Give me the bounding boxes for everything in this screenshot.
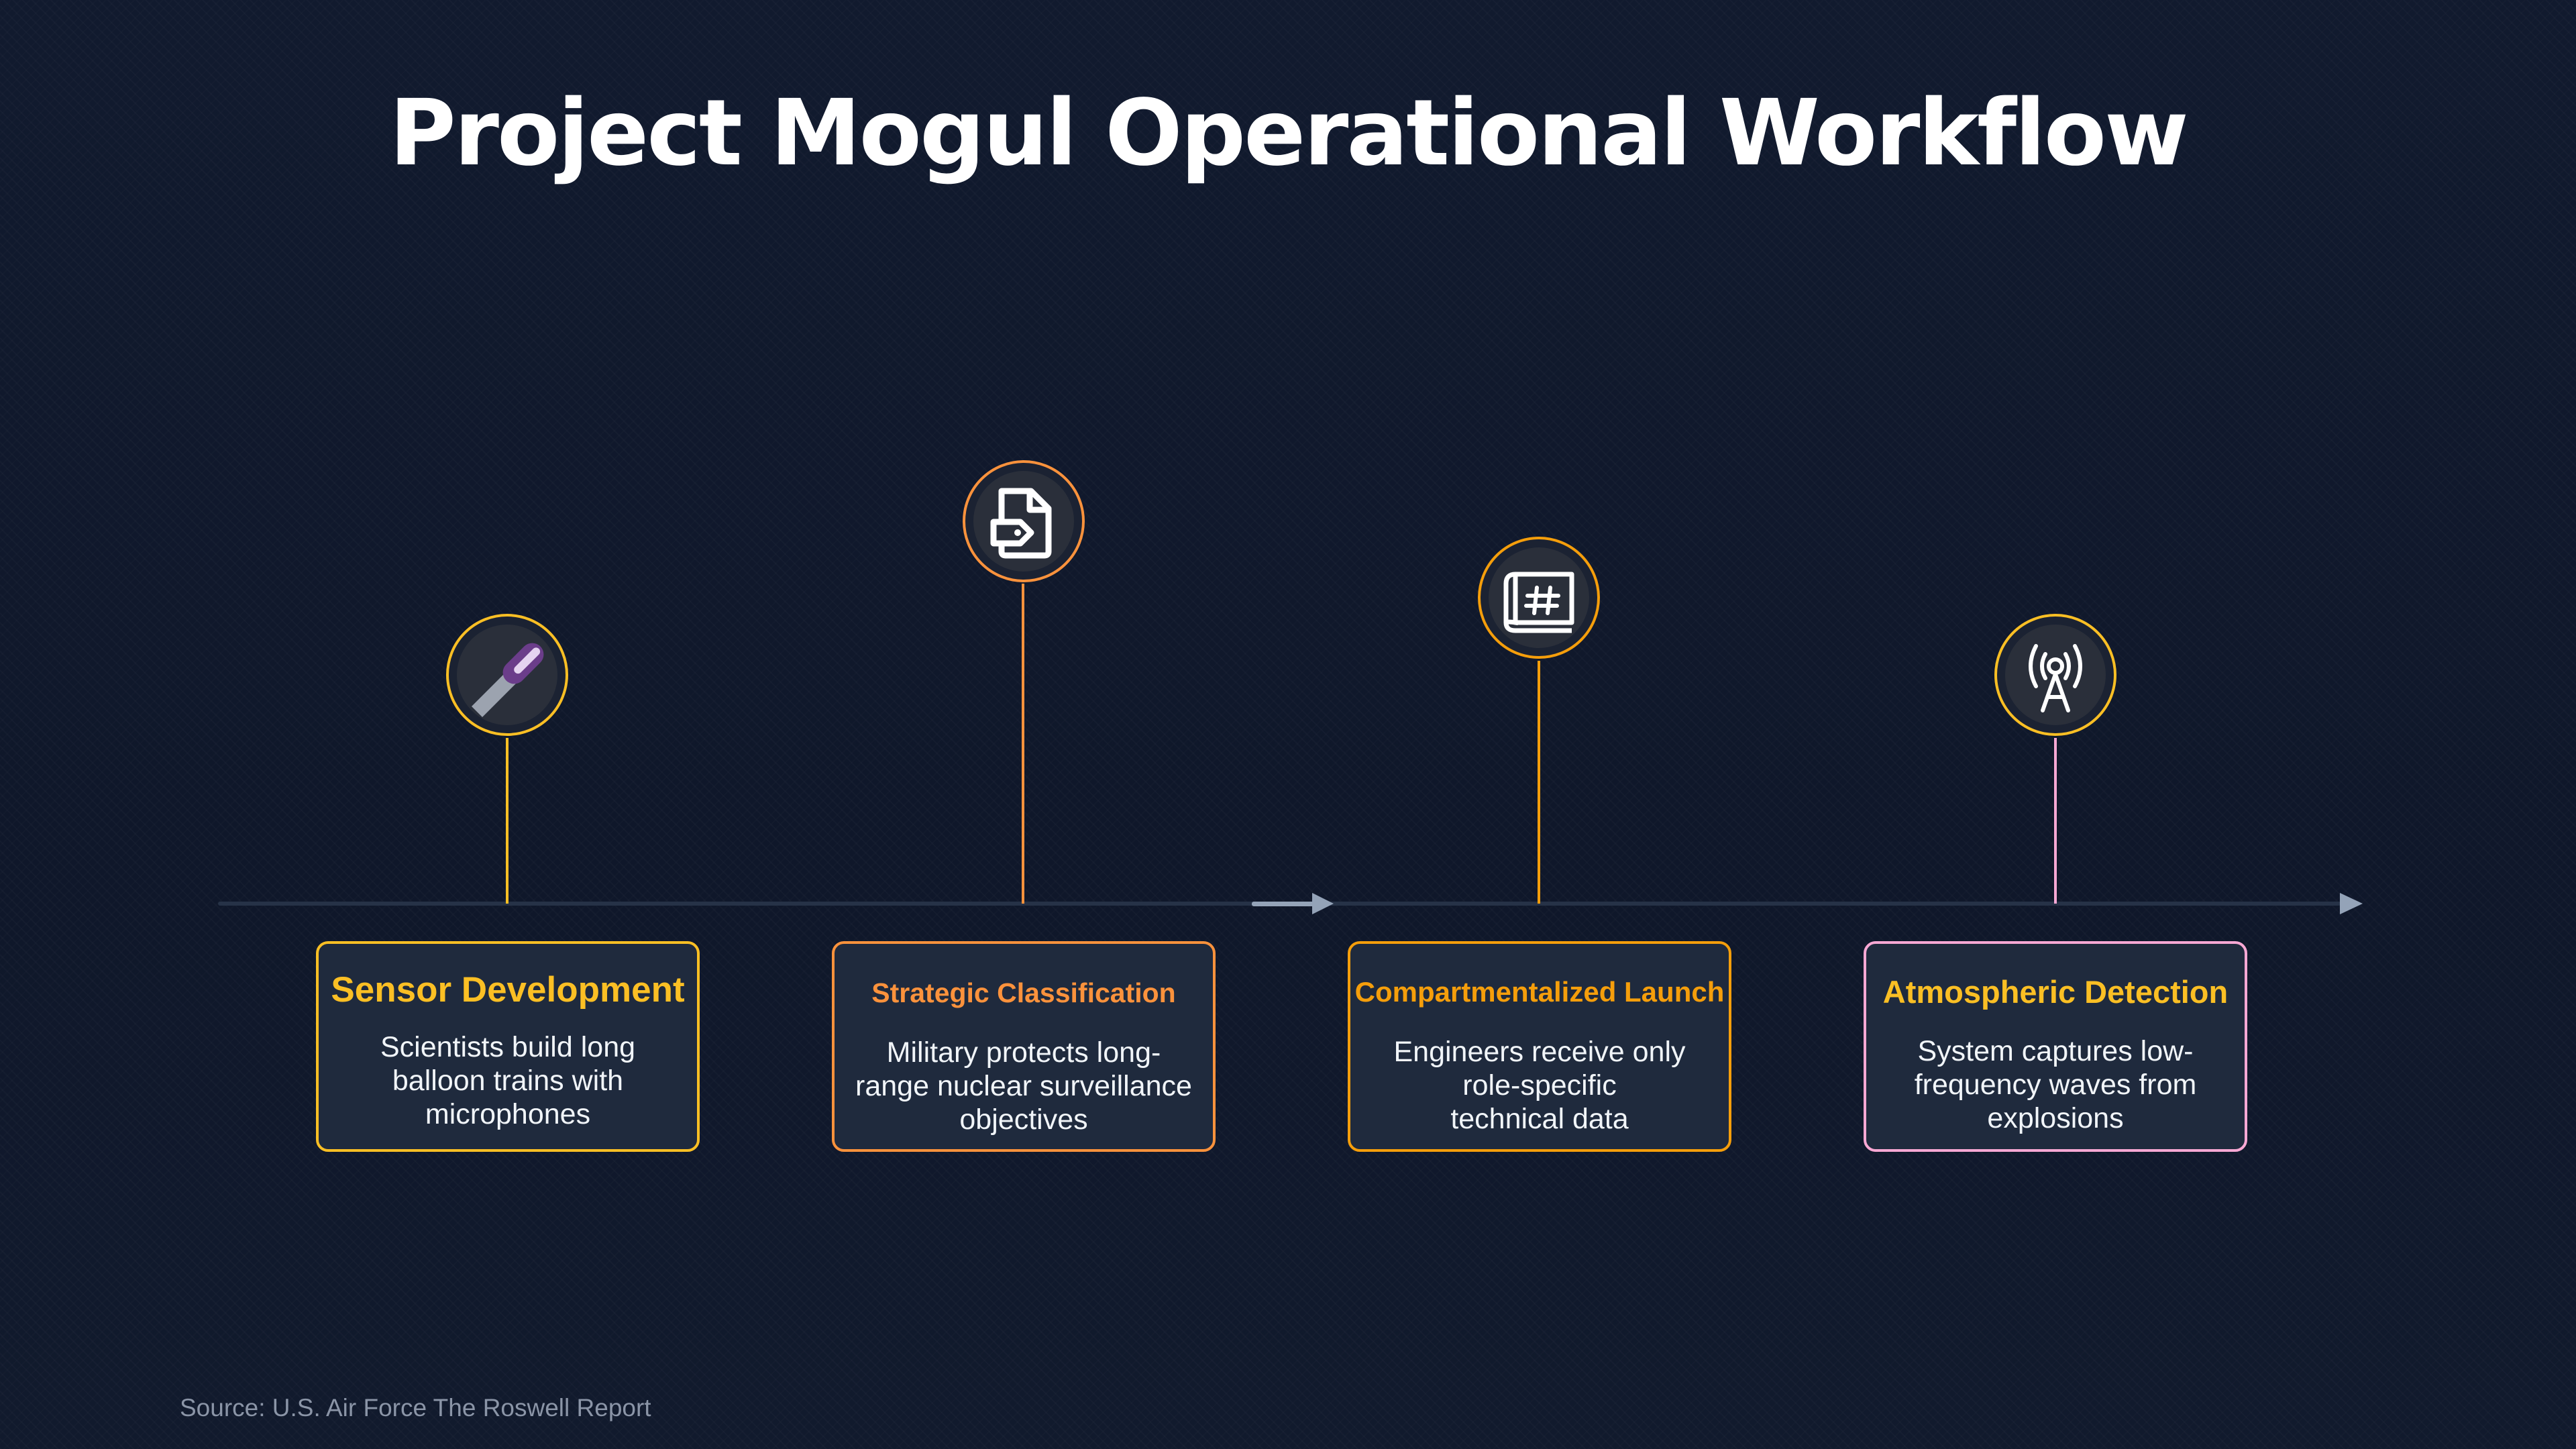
blueprint-icon (1503, 572, 1574, 633)
step-card: Sensor Development Scientists build long… (316, 941, 700, 1152)
document-tag-icon (990, 488, 1052, 559)
step-card: Compartmentalized Launch Engineers recei… (1348, 941, 1731, 1152)
page-title: Project Mogul Operational Workflow (389, 80, 2189, 186)
microphone-icon (472, 643, 544, 717)
step-description: Scientists build long balloon trains wit… (380, 1031, 636, 1130)
timeline-end-arrow-icon (2340, 893, 2363, 914)
step-title: Strategic Classification (871, 977, 1176, 1008)
flow-arrow-icon (1252, 893, 1334, 914)
step-title: Compartmentalized Launch (1354, 976, 1725, 1008)
step-title: Sensor Development (331, 970, 685, 1010)
step-node (446, 614, 568, 736)
step-card: Atmospheric Detection System captures lo… (1864, 941, 2247, 1152)
step-card: Strategic Classification Military protec… (832, 941, 1216, 1152)
step-node (1478, 537, 1600, 659)
step-description: Military protects long- range nuclear su… (855, 1036, 1192, 1136)
step-title: Atmospheric Detection (1882, 974, 2229, 1010)
step-description: System captures low- frequency waves fro… (1914, 1035, 2197, 1134)
step-connector (506, 738, 508, 904)
step-connector (1022, 584, 1024, 904)
source-note: Source: U.S. Air Force The Roswell Repor… (180, 1394, 651, 1421)
antenna-tower-icon (2029, 644, 2082, 712)
step-node (963, 460, 1085, 582)
step-node (1994, 614, 2116, 736)
step-connector (1538, 661, 1540, 904)
step-connector (2054, 738, 2057, 904)
step-description: Engineers receive only role-specific tec… (1393, 1036, 1686, 1135)
